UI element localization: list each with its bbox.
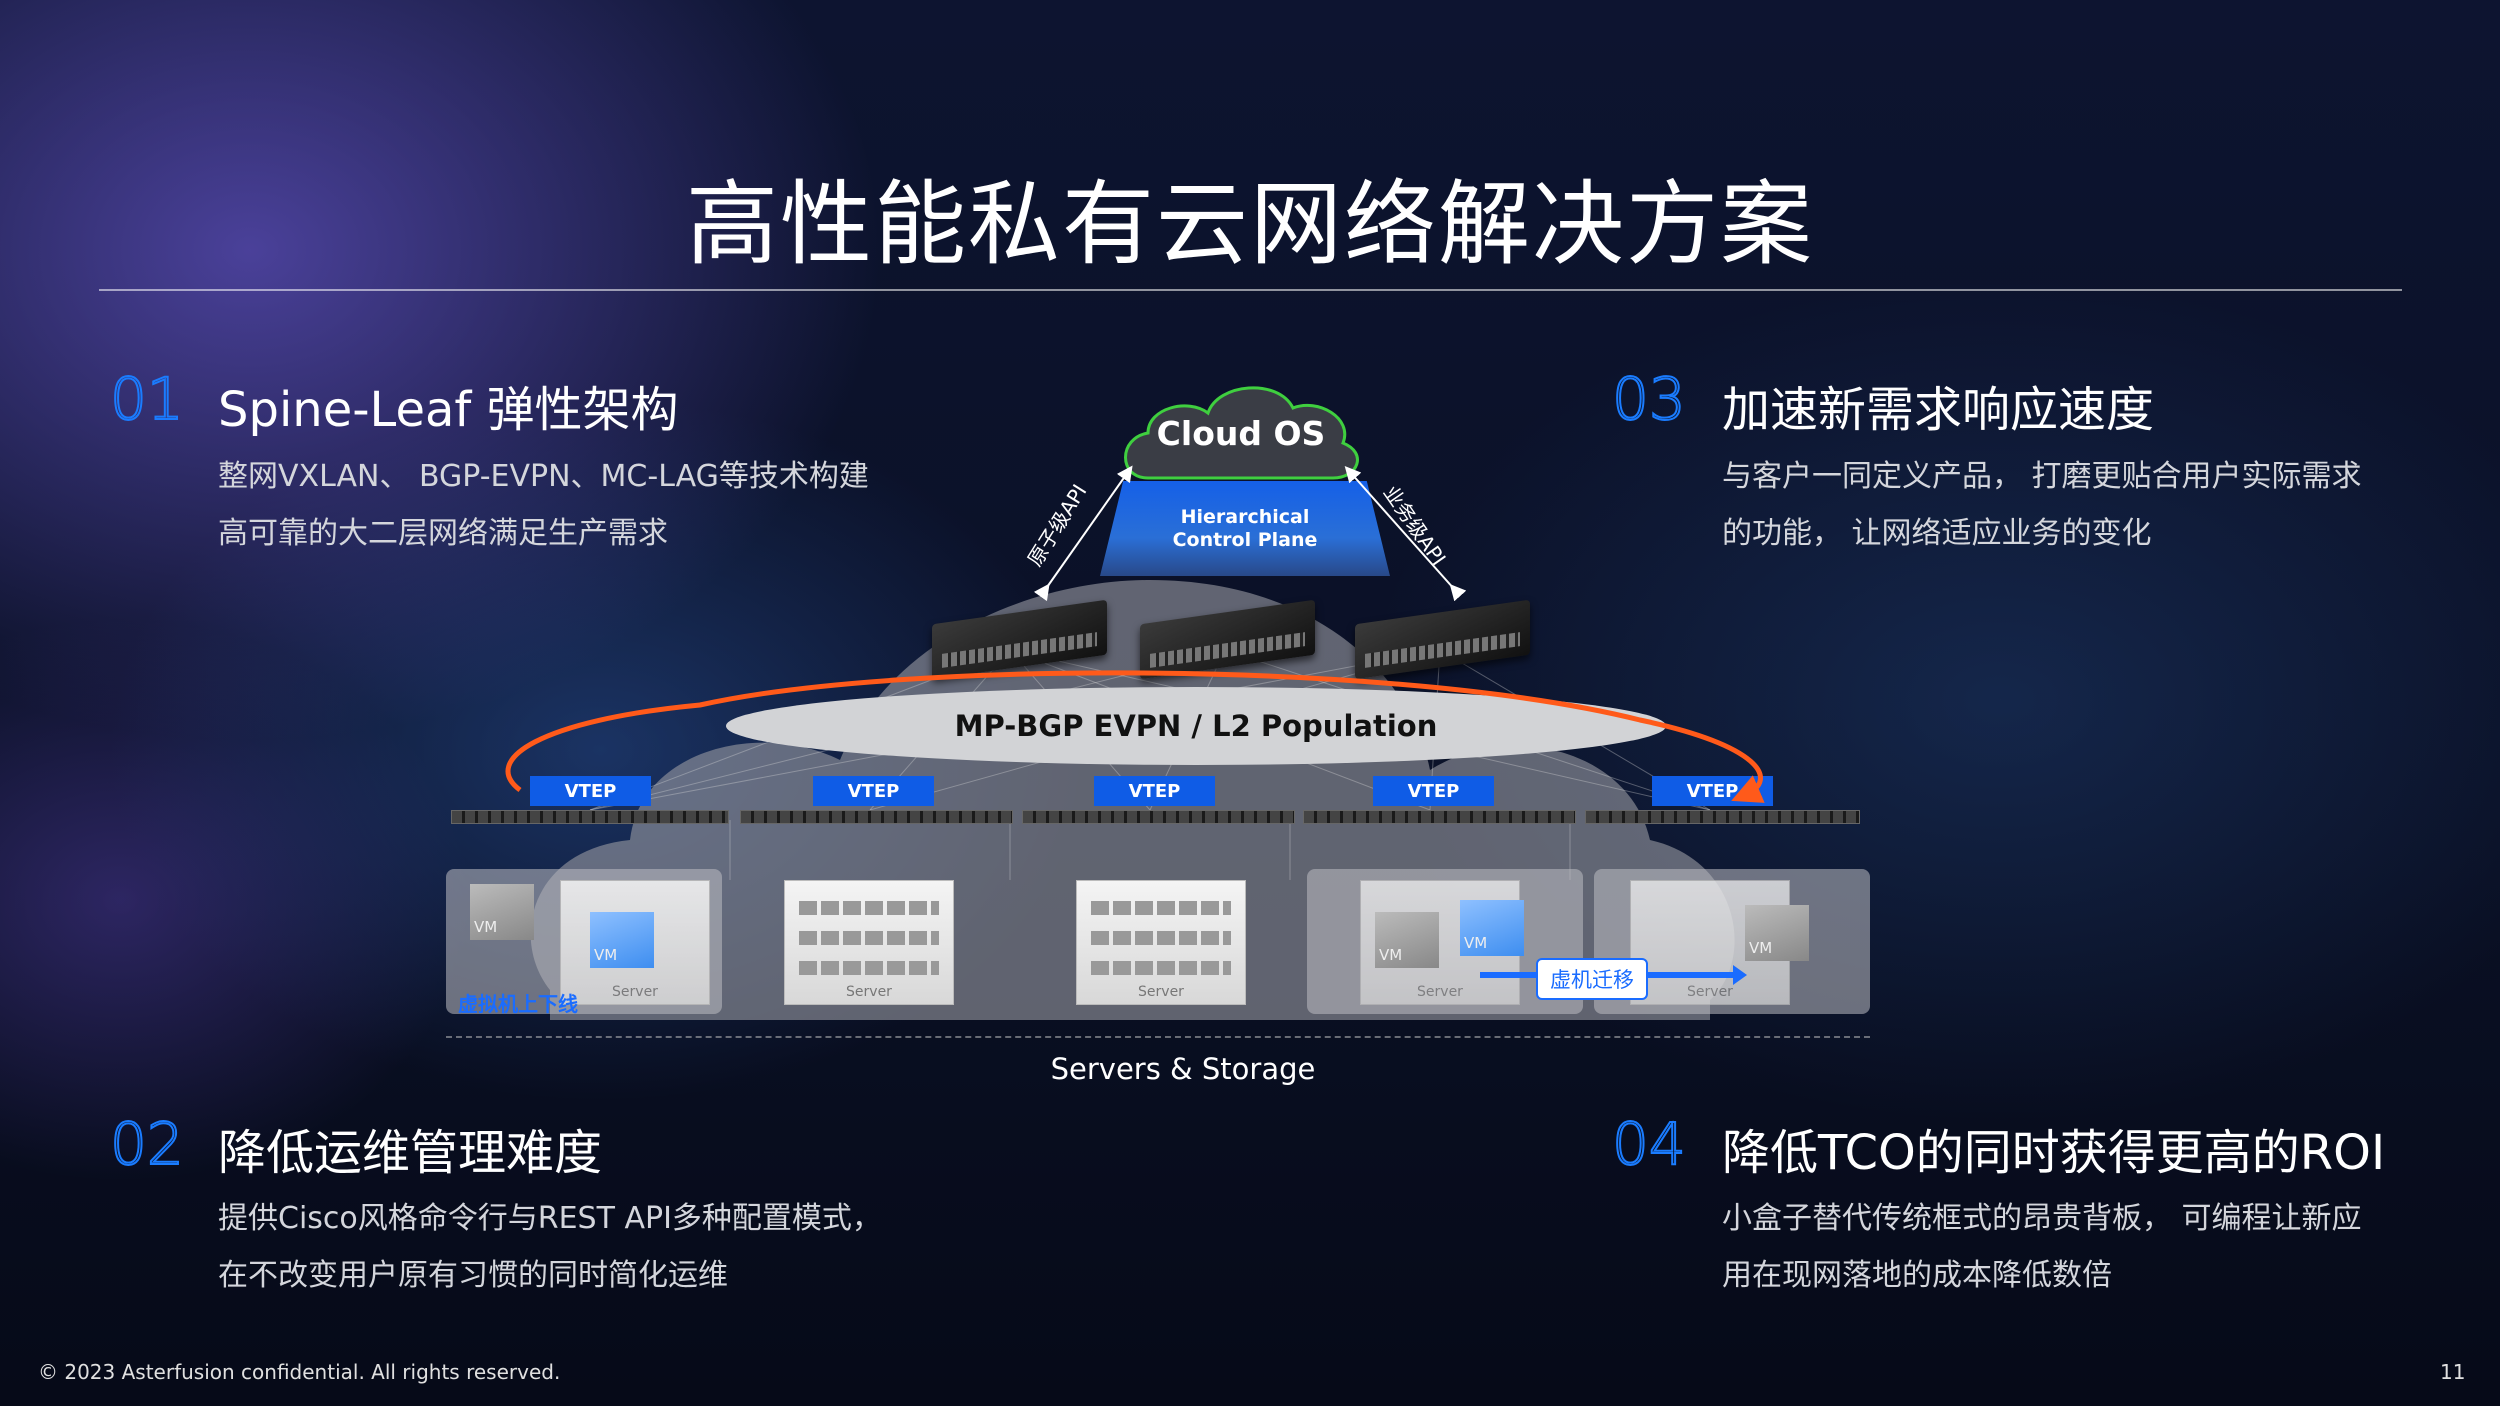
server-label: Server — [1138, 984, 1184, 1000]
vm-label: VM — [1464, 934, 1488, 952]
leaf-switch-pair — [451, 810, 729, 824]
server-label: Server — [612, 984, 658, 1000]
leaf-switch-pair — [1303, 810, 1576, 824]
vm-box: VM — [1375, 912, 1439, 968]
section-heading: 降低TCO的同时获得更高的ROI — [1722, 1125, 2386, 1181]
servers-storage-label: Servers & Storage — [1050, 1052, 1316, 1086]
control-plane: Hierarchical Control Plane — [1100, 481, 1390, 576]
vm-box: VM — [1745, 905, 1809, 961]
section-heading: Spine-Leaf 弹性架构 — [218, 382, 679, 438]
control-plane-label: Control Plane — [1172, 528, 1318, 551]
vm-online-label: 虚拟机上下线 — [458, 992, 578, 1016]
overlay-protocol-ellipse: MP-BGP EVPN / L2 Population — [726, 687, 1666, 765]
vm-box: VM — [470, 884, 534, 940]
leaf-switch-pair — [1585, 810, 1860, 824]
section-heading: 降低运维管理难度 — [218, 1125, 603, 1181]
cloud-os-node: Cloud OS — [1118, 378, 1364, 488]
vm-label: VM — [474, 918, 498, 936]
section-number: 02 — [109, 1109, 185, 1179]
section-line: 高可靠的大二层网络满足生产需求 — [218, 516, 668, 551]
cloud-os-label: Cloud OS — [1156, 413, 1326, 453]
server-label: Server — [1687, 984, 1733, 1000]
vtep-badge: VTEP — [1094, 776, 1215, 806]
evpn-route-arrow — [505, 670, 1765, 803]
page-title: 高性能私有云网络解决方案 — [685, 171, 1814, 278]
section-line: 用在现网落地的成本降低数倍 — [1722, 1258, 2112, 1293]
section-number: 03 — [1611, 364, 1687, 434]
storage-divider — [446, 1036, 1870, 1038]
control-plane-label: Hierarchical — [1180, 505, 1310, 528]
section-number: 01 — [109, 364, 185, 434]
section-line: 整网VXLAN、 BGP-EVPN、MC-LAG等技术构建 — [218, 459, 869, 494]
section-line: 的功能， 让网络适应业务的变化 — [1722, 516, 2152, 551]
vm-label: VM — [1379, 946, 1403, 964]
vm-box: VM — [1460, 900, 1524, 956]
leaf-switch-pair — [1022, 810, 1295, 824]
section-line: 与客户一同定义产品， 打磨更贴合用户实际需求 — [1722, 459, 2362, 494]
leaf-switch-pair — [740, 810, 1013, 824]
vtep-badge: VTEP — [530, 776, 651, 806]
section-line: 在不改变用户原有习惯的同时简化运维 — [218, 1258, 728, 1293]
server: Server — [560, 880, 710, 1005]
title-divider — [99, 289, 2402, 291]
section-heading: 加速新需求响应速度 — [1722, 382, 2155, 438]
server-label: Server — [846, 984, 892, 1000]
vtep-badge: VTEP — [1373, 776, 1494, 806]
vm-box: VM — [590, 912, 654, 968]
vm-label: VM — [594, 946, 618, 964]
vm-migration-label: 虚机迁移 — [1536, 958, 1648, 1000]
vtep-badge: VTEP — [813, 776, 934, 806]
overlay-label: MP-BGP EVPN / L2 Population — [954, 709, 1438, 743]
server-label: Server — [1417, 984, 1463, 1000]
vm-label: VM — [1749, 939, 1773, 957]
api-left-arrow — [1033, 465, 1133, 602]
migration-arrow-head — [1733, 965, 1747, 985]
api-right-arrow — [1344, 466, 1467, 602]
section-line: 小盒子替代传统框式的昂贵背板， 可编程让新应 — [1722, 1201, 2362, 1236]
section-line: 提供Cisco风格命令行与REST API多种配置模式， — [218, 1201, 882, 1236]
server: Server — [1076, 880, 1246, 1005]
footer-copyright: © 2023 Asterfusion confidential. All rig… — [38, 1360, 561, 1384]
server: Server — [784, 880, 954, 1005]
section-number: 04 — [1611, 1109, 1687, 1179]
page-number: 11 — [2440, 1360, 2466, 1384]
